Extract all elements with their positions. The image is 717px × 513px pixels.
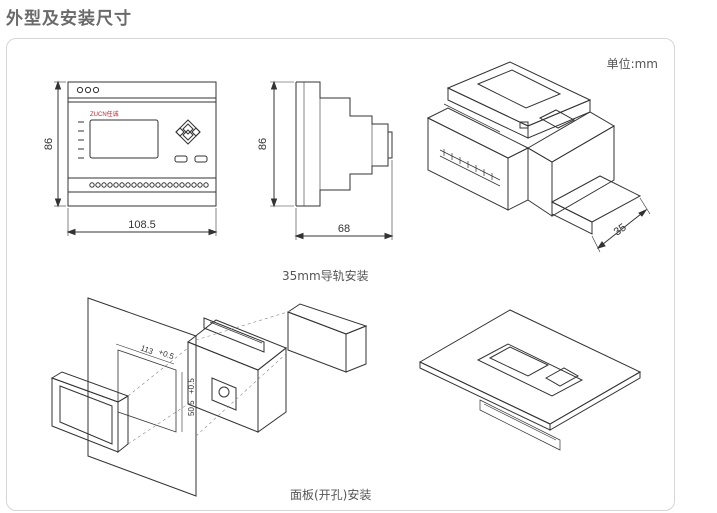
cutout-width-label: 113 bbox=[139, 343, 155, 356]
side-depth-label: 68 bbox=[338, 223, 350, 235]
cutout-height-tolerance: +0.5 bbox=[187, 378, 196, 394]
led-indicators bbox=[78, 121, 84, 159]
cutout-height-label: 50.5 bbox=[187, 400, 196, 416]
front-width-label: 108.5 bbox=[128, 219, 156, 231]
front-view: ZUCN任诚 bbox=[43, 80, 218, 236]
rail-mount-caption: 35mm导轨安装 bbox=[282, 269, 369, 283]
iso-display bbox=[476, 69, 562, 109]
front-height-dimension bbox=[54, 80, 66, 208]
panel-mount-caption: 面板(开孔)安装 bbox=[290, 488, 372, 502]
side-view bbox=[270, 80, 394, 240]
page-title: 外型及安装尺寸 bbox=[6, 9, 132, 29]
button-left bbox=[174, 155, 188, 163]
brand-label: ZUCN任诚 bbox=[90, 110, 119, 118]
button-right bbox=[194, 155, 208, 163]
panel-exploded-view bbox=[50, 297, 368, 497]
keypad-icon bbox=[175, 119, 201, 145]
lcd-display bbox=[89, 119, 159, 159]
rail-dim-label: 35 bbox=[612, 222, 629, 239]
front-width-dimension bbox=[66, 208, 218, 236]
unit-label: 单位:mm bbox=[606, 57, 658, 71]
front-height-label: 86 bbox=[43, 138, 55, 150]
panel-mounted-view bbox=[418, 309, 642, 451]
terminal-row bbox=[89, 182, 209, 188]
isometric-rail-view bbox=[426, 61, 651, 253]
side-height-label: 86 bbox=[257, 138, 269, 150]
iso-keypad-icon bbox=[538, 109, 576, 129]
iso-terminals bbox=[439, 103, 501, 187]
